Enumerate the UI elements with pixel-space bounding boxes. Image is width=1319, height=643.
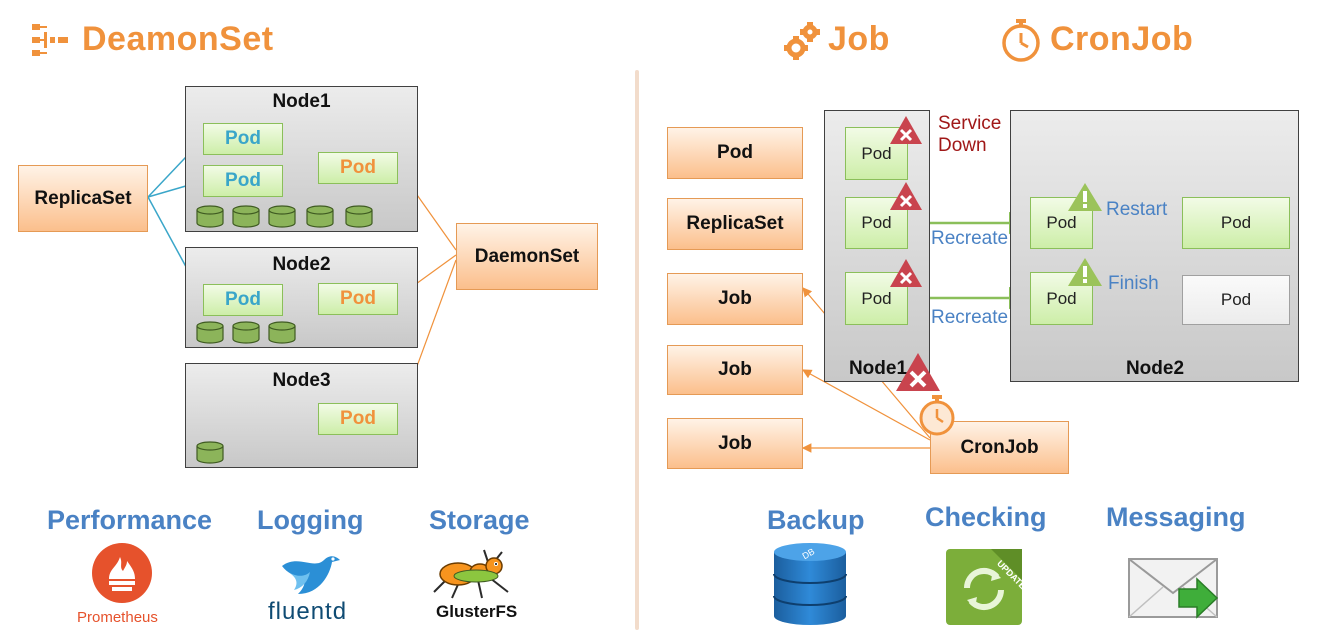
error-x-icon-1 <box>889 115 923 150</box>
daemonset-icon <box>30 22 72 63</box>
glusterfs-logo-icon <box>428 548 528 609</box>
prometheus-logo-icon <box>87 543 157 614</box>
logging-label: Logging <box>257 505 364 535</box>
messaging-label: Messaging <box>1106 502 1246 532</box>
stopwatch-icon <box>1000 16 1044 69</box>
prometheus-logo-text: Prometheus <box>77 609 158 626</box>
warning-icon-1 <box>1067 182 1103 217</box>
recreate-label-2: Recreate <box>931 307 1009 328</box>
cronjob-stopwatch-icon <box>916 392 958 443</box>
job-box-3[interactable]: Job <box>667 418 803 469</box>
cronjob-box[interactable]: CronJob <box>930 421 1069 474</box>
node2-title: Node2 <box>272 254 331 275</box>
right-node2-pod-1[interactable]: Pod <box>1030 197 1093 249</box>
right-node1-title: Node1 <box>848 358 908 379</box>
finish-label: Finish <box>1108 273 1159 294</box>
mail-forward-icon <box>1127 555 1221 628</box>
update-icon: UPDATE <box>945 548 1028 631</box>
warning-icon-2 <box>1067 257 1103 292</box>
node2-disks <box>196 321 306 350</box>
database-icon: DB <box>772 542 848 631</box>
checking-label: Checking <box>925 502 1047 532</box>
node2-pod-2[interactable]: Pod <box>318 283 398 315</box>
restart-label: Restart <box>1106 199 1168 220</box>
section-divider <box>635 70 639 630</box>
node3-disks <box>196 441 226 470</box>
performance-label: Performance <box>47 505 213 535</box>
node1-pod-1[interactable]: Pod <box>203 123 283 155</box>
pod-box[interactable]: Pod <box>667 127 803 179</box>
daemonset-box[interactable]: DaemonSet <box>456 223 598 290</box>
node1-pod-2[interactable]: Pod <box>203 165 283 197</box>
job-title: Job <box>828 20 890 58</box>
right-node2-pod-4[interactable]: Pod <box>1182 275 1290 325</box>
node1-pod-3[interactable]: Pod <box>318 152 398 184</box>
error-x-icon-4 <box>895 352 941 397</box>
glusterfs-logo-text: GlusterFS <box>436 602 518 621</box>
service-down-line1: Service <box>938 113 1002 134</box>
storage-label: Storage <box>429 505 530 535</box>
right-node2-pod-3[interactable]: Pod <box>1182 197 1290 249</box>
node1-disks <box>196 205 386 234</box>
gears-icon <box>782 20 822 67</box>
fluentd-logo-text: fluentd <box>268 598 348 625</box>
replicaset-box[interactable]: ReplicaSet <box>18 165 148 232</box>
node3-box: Node3 <box>185 363 418 468</box>
daemonset-title: DeamonSet <box>82 20 274 58</box>
node2-pod-1[interactable]: Pod <box>203 284 283 316</box>
backup-label: Backup <box>767 505 865 535</box>
node3-pod-1[interactable]: Pod <box>318 403 398 435</box>
job-box-1[interactable]: Job <box>667 273 803 325</box>
job-box-2[interactable]: Job <box>667 345 803 395</box>
error-x-icon-2 <box>889 181 923 216</box>
error-x-icon-3 <box>889 258 923 293</box>
replicaset-box-right[interactable]: ReplicaSet <box>667 198 803 250</box>
cronjob-title: CronJob <box>1050 20 1194 58</box>
node3-title: Node3 <box>272 370 331 391</box>
fluentd-logo-icon <box>280 548 346 603</box>
recreate-label-1: Recreate <box>931 228 1009 249</box>
service-down-line2: Down <box>938 135 987 156</box>
node1-title: Node1 <box>272 91 331 112</box>
right-node2-title: Node2 <box>1125 358 1185 379</box>
